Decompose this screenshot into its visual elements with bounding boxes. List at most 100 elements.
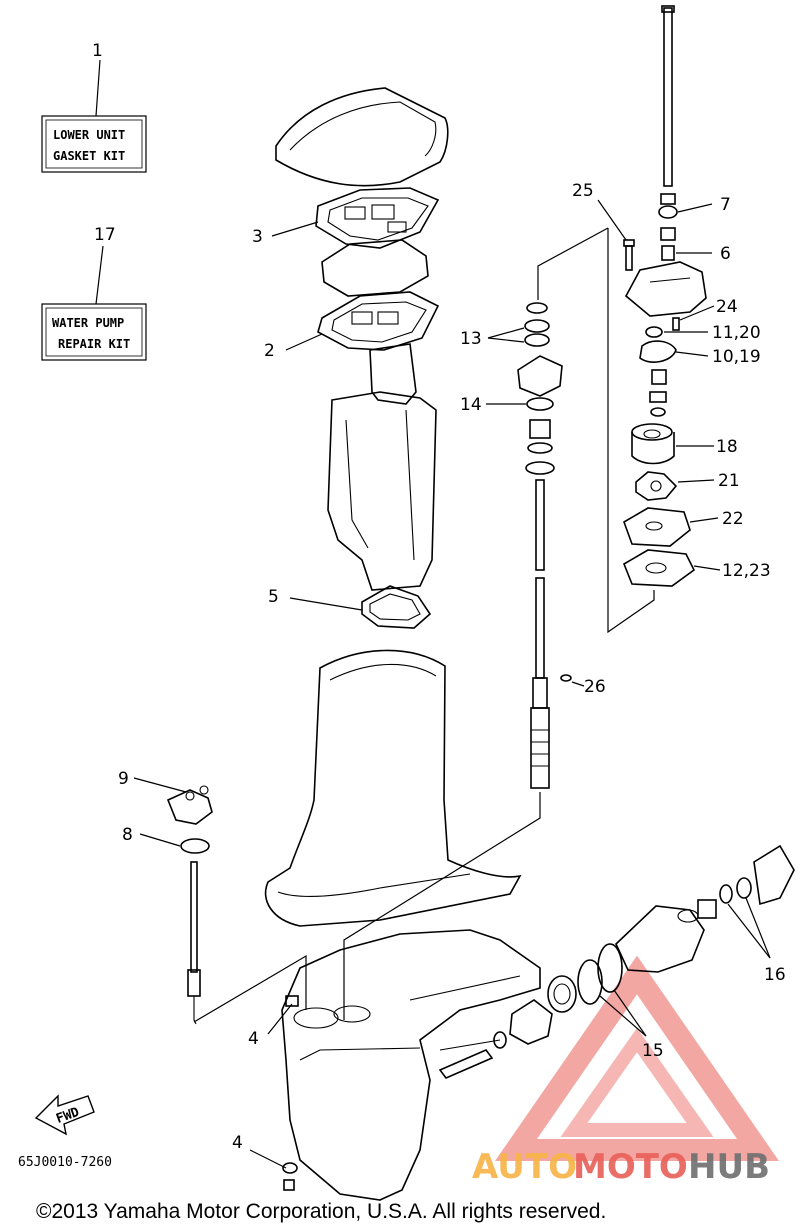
assembly-line-shaft-top xyxy=(537,227,609,300)
leader-17 xyxy=(95,245,104,305)
leader-4a xyxy=(267,1003,293,1035)
insert-cartridge-10 xyxy=(639,340,677,363)
pump-small-parts xyxy=(649,369,667,417)
callout-5: 5 xyxy=(268,587,279,607)
callout-22: 22 xyxy=(722,509,744,529)
shaft-seal xyxy=(493,1031,507,1049)
leader-8 xyxy=(139,833,181,847)
gasket-12 xyxy=(623,549,696,587)
forward-gear-bearing xyxy=(547,975,577,1013)
lower-unit-label-line1: LOWER UNIT xyxy=(53,128,125,142)
callout-2: 2 xyxy=(264,341,275,361)
water-pump-repair-kit-box: WATER PUMP REPAIR KIT xyxy=(41,303,147,361)
reference-code: 65J0010-7260 xyxy=(18,1155,112,1170)
seal-5 xyxy=(361,585,432,629)
shift-rod xyxy=(187,861,201,1025)
propeller-cap xyxy=(753,844,795,906)
leader-4b xyxy=(249,1149,287,1169)
leader-16a xyxy=(727,903,771,959)
leader-9 xyxy=(133,777,187,793)
copyright-notice: ©2013 Yamaha Motor Corporation, U.S.A. A… xyxy=(36,1200,606,1223)
leader-3 xyxy=(271,221,319,237)
fwd-arrow-icon: FWD xyxy=(34,1094,95,1136)
callout-4b: 4 xyxy=(232,1133,243,1153)
gasket-3 xyxy=(315,187,440,249)
assembly-line-shift xyxy=(193,954,307,1023)
leader-10 xyxy=(675,351,709,357)
water-pump-label-line2: REPAIR KIT xyxy=(58,337,130,351)
callout-4a: 4 xyxy=(248,1029,259,1049)
callout-17: 17 xyxy=(94,225,116,245)
pin-24 xyxy=(672,317,680,331)
drive-shaft-bearing-13 xyxy=(524,302,550,347)
callout-13: 13 xyxy=(460,329,482,349)
leader-12 xyxy=(693,565,721,571)
callout-12: 12,23 xyxy=(722,561,771,581)
callout-25: 25 xyxy=(572,181,594,201)
callout-21: 21 xyxy=(718,471,740,491)
leader-25 xyxy=(597,199,627,241)
gasket-2 xyxy=(317,291,440,351)
callout-3: 3 xyxy=(252,227,263,247)
watermark-text-hub: HUB xyxy=(688,1147,770,1187)
leader-7 xyxy=(677,203,713,213)
leader-15a xyxy=(599,995,647,1037)
callout-7: 7 xyxy=(720,195,731,215)
callout-24: 24 xyxy=(716,297,738,317)
o-ring-11 xyxy=(645,326,663,338)
o-ring-14 xyxy=(526,397,554,411)
callout-8: 8 xyxy=(122,825,133,845)
oil-seals-16 xyxy=(719,877,752,904)
bearing-housing-lower xyxy=(615,905,705,973)
grommet-7 xyxy=(658,193,678,241)
impeller-21 xyxy=(635,471,678,501)
exhaust-manifold xyxy=(327,343,437,591)
fwd-label: FWD xyxy=(54,1105,81,1127)
leader-21 xyxy=(677,479,715,483)
callout-15: 15 xyxy=(642,1041,664,1061)
callout-16: 16 xyxy=(764,965,786,985)
leader-5 xyxy=(289,597,363,611)
drain-screw-4a xyxy=(285,995,299,1007)
bolt-25 xyxy=(623,239,635,271)
o-rings-15 xyxy=(577,943,623,1005)
water-pump-label-line1: WATER PUMP xyxy=(52,316,124,330)
callout-10: 10,19 xyxy=(712,347,761,367)
callout-9: 9 xyxy=(118,769,129,789)
drain-screw-4b xyxy=(282,1162,298,1191)
leader-22 xyxy=(689,517,719,523)
water-tube xyxy=(661,5,675,187)
leader-15b xyxy=(613,989,647,1037)
lower-unit-gasket-kit-box: LOWER UNIT GASKET KIT xyxy=(41,115,147,173)
callout-6: 6 xyxy=(720,244,731,264)
leader-2 xyxy=(285,333,323,351)
leader-13a xyxy=(487,327,525,339)
pump-housing xyxy=(624,261,707,317)
exhaust-guide-plate xyxy=(321,239,429,297)
leader-26 xyxy=(571,681,585,687)
leader-16b xyxy=(745,897,771,959)
assembly-line-shaft-bottom xyxy=(343,792,541,1020)
pinion-gear xyxy=(509,999,553,1045)
callout-18: 18 xyxy=(716,437,738,457)
upper-casing xyxy=(264,649,522,927)
leader-13b xyxy=(487,337,525,343)
leader-24 xyxy=(679,305,715,321)
propeller-shaft xyxy=(438,1049,494,1079)
pump-case-18 xyxy=(631,423,675,465)
bearing-housing xyxy=(517,355,563,397)
lower-unit-label-line2: GASKET KIT xyxy=(53,149,125,163)
watermark-text-moto: MOTO xyxy=(573,1147,688,1187)
shift-rod-bracket-9 xyxy=(166,785,213,825)
callout-1: 1 xyxy=(92,41,103,61)
assembly-line-pump xyxy=(607,228,655,634)
leader-1 xyxy=(95,59,101,117)
callout-14: 14 xyxy=(460,395,482,415)
callout-26: 26 xyxy=(584,677,606,697)
pin-26 xyxy=(560,674,572,682)
exhaust-cover xyxy=(275,87,449,187)
sleeve xyxy=(697,899,717,919)
callout-11: 11,20 xyxy=(712,323,761,343)
watermark-logo: AUTO MOTO HUB xyxy=(472,955,779,1187)
